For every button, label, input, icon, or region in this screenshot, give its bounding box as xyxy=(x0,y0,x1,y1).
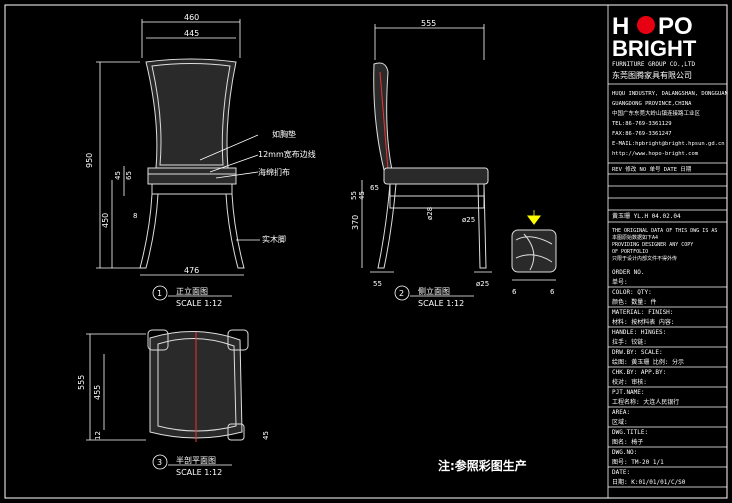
front-cushion-a: 45 xyxy=(114,171,122,180)
plan-view-number: 3 xyxy=(157,458,162,467)
title-row-9: 绘图: 黄玉珊 比例: 分示 xyxy=(612,358,684,366)
designer-row: 黄玉珊 YL.H 04.02.04 xyxy=(612,212,681,220)
front-cushion-b: 65 xyxy=(125,171,133,180)
address-line-0: HUQU INDUSTRY, DALANGSHAN, DONGGUAN xyxy=(612,91,728,97)
address-line-1: GUANGDONG PROVINCE,CHINA xyxy=(612,101,692,107)
front-view-number: 1 xyxy=(157,289,162,298)
chair-leg-left xyxy=(139,193,159,269)
side-leg-front: ø25 xyxy=(462,216,475,224)
leg-detail-b: 6 xyxy=(550,288,555,296)
title-row-5: 材料: 按材料表 内容: xyxy=(612,318,674,326)
side-view-scale: SCALE 1:12 xyxy=(418,299,464,308)
front-height-total: 950 xyxy=(85,153,94,168)
plan-depth: 555 xyxy=(77,375,86,390)
title-rows: ORDER NO. 单号: COLOR: QTY: 颜色: 数量: 件 MATERIAL… xyxy=(608,269,727,488)
title-row-10: CHK.BY: APP.BY: xyxy=(612,369,666,376)
address-line-3: TEL:86-769-3361129 xyxy=(612,121,672,127)
plan-edge-b: 45 xyxy=(262,431,270,440)
title-row-13: 工程名称: 大连人民银行 xyxy=(612,398,679,406)
production-note: 注:参照彩图生产 xyxy=(438,458,527,473)
chair-back-front xyxy=(145,58,237,169)
annotation-2: 12mm宽布边线 xyxy=(258,149,316,159)
note-line-1: 本图原始数据如下A4 xyxy=(612,234,658,241)
logo-red-circle xyxy=(637,16,655,34)
plan-view-title: 半剖平面图 xyxy=(176,455,216,465)
revision-header: REV 修改 NO 单号 DATE 日期 xyxy=(612,165,692,173)
plan-view-scale: SCALE 1:12 xyxy=(176,468,222,477)
chair-leg-right xyxy=(225,193,245,269)
plan-seat-depth: 455 xyxy=(93,385,102,400)
front-width-bottom: 476 xyxy=(184,266,199,275)
title-row-4: MATERIAL: FINISH: xyxy=(612,309,673,316)
note-line-3: OF PORTFOLIO xyxy=(612,249,648,255)
plan-edge-a: 12 xyxy=(94,431,102,440)
annotation-4: 实木脚 xyxy=(262,234,286,244)
title-row-7: 拉手: 铰链: xyxy=(612,338,647,346)
side-leg-back: ø28 xyxy=(426,207,434,220)
front-view-scale: SCALE 1:12 xyxy=(176,299,222,308)
side-cushion-c: 65 xyxy=(370,184,379,192)
side-foot-b: ø25 xyxy=(476,280,489,288)
drawing-frame xyxy=(4,4,728,499)
note-line-0: THE ORIGINAL DATA OF THIS DWG IS AS xyxy=(612,228,717,234)
address-block: HUQU INDUSTRY, DALANGSHAN, DONGGUAN GUANG… xyxy=(612,91,728,157)
title-row-16: DWG.TITLE: xyxy=(612,429,648,436)
title-row-15: 区域: xyxy=(612,418,628,426)
front-height-seat: 450 xyxy=(101,213,110,228)
title-row-17: 图名: 椅子 xyxy=(612,438,643,446)
side-view: 555 370 55 45 65 ø28 ø25 55 ø25 6 6 2 xyxy=(350,19,557,308)
leg-detail-a: 6 xyxy=(512,288,517,296)
title-row-3: 颜色: 数量: 件 xyxy=(612,298,656,306)
address-line-4: FAX:86-769-3361247 xyxy=(612,131,672,137)
side-cushion-b: 45 xyxy=(358,191,366,200)
side-cushion-a: 55 xyxy=(350,191,358,200)
title-row-19: 图号: TM-20 1/1 xyxy=(612,459,664,466)
title-row-14: AREA: xyxy=(612,409,630,416)
title-row-1: 单号: xyxy=(612,278,628,286)
side-seat-height: 370 xyxy=(351,215,360,230)
front-leg-gap: 8 xyxy=(133,212,137,220)
side-foot-a: 55 xyxy=(373,280,382,288)
front-view: 460 445 950 450 45 65 8 476 如胸垫 12mm宽布边线 xyxy=(85,13,316,308)
detail-arrow-icon xyxy=(527,215,541,225)
seat-side xyxy=(383,167,489,185)
title-row-21: 日期: K:01/01/01/C/S0 xyxy=(612,478,686,486)
address-line-2: 中国广东东莞大岭山镇连接路工业区 xyxy=(612,109,701,117)
side-depth: 555 xyxy=(421,19,436,28)
title-row-20: DATE: xyxy=(612,469,630,476)
front-view-title: 正立面图 xyxy=(176,286,208,296)
plan-view: 555 455 12 45 3 半剖平面图 SCALE 1:12 xyxy=(77,329,270,477)
note-line-2: PROVIDING DESIGNER ANY COPY xyxy=(612,242,693,248)
title-row-2: COLOR: QTY: xyxy=(612,289,652,296)
title-row-11: 校对: 审核: xyxy=(612,378,647,386)
annotation-3: 海绵扪布 xyxy=(258,167,290,177)
title-row-12: PJT.NAME: xyxy=(612,389,645,396)
annotation-1: 如胸垫 xyxy=(272,129,296,139)
title-block: H PO BRIGHT FURNITURE GROUP CO.,LTD 东莞图腾… xyxy=(607,5,728,498)
front-width-inner: 445 xyxy=(184,29,199,38)
title-row-6: HANDLE: HINGES: xyxy=(612,329,666,336)
title-row-0: ORDER NO. xyxy=(612,269,645,276)
logo-bright: BRIGHT xyxy=(612,36,697,61)
side-view-number: 2 xyxy=(399,289,404,298)
title-row-18: DWG.NO: xyxy=(612,449,637,456)
company-cn: 东莞图腾家具有限公司 xyxy=(612,70,692,80)
address-line-5: E-MAIL:hpbright@bright.hpsun.gd.cn xyxy=(612,141,725,147)
leg-detail xyxy=(511,229,557,273)
company-en: FURNITURE GROUP CO.,LTD xyxy=(612,61,695,68)
copyright-note: THE ORIGINAL DATA OF THIS DWG IS AS本图原始数… xyxy=(612,228,717,262)
address-line-6: http://www.hopo-bright.com xyxy=(612,151,699,157)
seat-front xyxy=(147,167,237,185)
title-row-8: DRW.BY: SCALE: xyxy=(612,349,663,356)
front-width-outer: 460 xyxy=(184,13,199,22)
chair-back-side xyxy=(373,62,393,171)
side-view-title: 侧立面图 xyxy=(418,286,450,296)
logo-po: PO xyxy=(658,13,693,40)
logo-h: H xyxy=(612,13,629,40)
note-line-4: 只限于设计内部文件不得外传 xyxy=(612,255,677,262)
